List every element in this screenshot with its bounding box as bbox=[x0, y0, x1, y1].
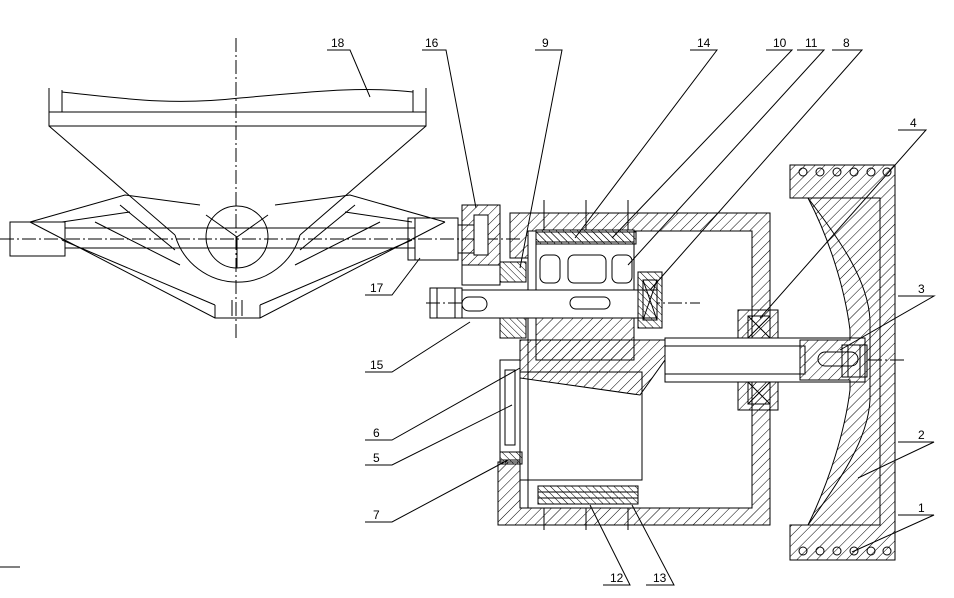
callout-6: 6 bbox=[373, 426, 380, 440]
callout-13: 13 bbox=[653, 571, 667, 585]
callout-16: 16 bbox=[425, 36, 439, 50]
v-belt-pulley bbox=[789, 164, 896, 561]
belt-grooves-top bbox=[798, 167, 892, 177]
callout-8: 8 bbox=[843, 36, 850, 50]
callout-12: 12 bbox=[610, 571, 624, 585]
callout-10: 10 bbox=[773, 36, 787, 50]
callout-18: 18 bbox=[331, 36, 345, 50]
callout-14: 14 bbox=[697, 36, 711, 50]
callout-4: 4 bbox=[910, 116, 917, 130]
callout-17: 17 bbox=[370, 281, 384, 295]
callout-2: 2 bbox=[918, 428, 925, 442]
callout-labels: 18 16 9 14 10 11 8 4 3 2 1 17 15 6 5 7 1… bbox=[331, 36, 925, 585]
hopper-assembly bbox=[0, 38, 520, 340]
leader-lines bbox=[0, 49, 936, 586]
callout-11: 11 bbox=[805, 36, 818, 50]
callout-9: 9 bbox=[542, 36, 549, 50]
callout-15: 15 bbox=[370, 358, 384, 372]
callout-5: 5 bbox=[373, 451, 380, 465]
callout-1: 1 bbox=[918, 501, 925, 515]
callout-3: 3 bbox=[918, 282, 925, 296]
coupling bbox=[461, 204, 501, 286]
callout-7: 7 bbox=[373, 508, 380, 522]
belt-grooves-bottom bbox=[798, 546, 892, 556]
